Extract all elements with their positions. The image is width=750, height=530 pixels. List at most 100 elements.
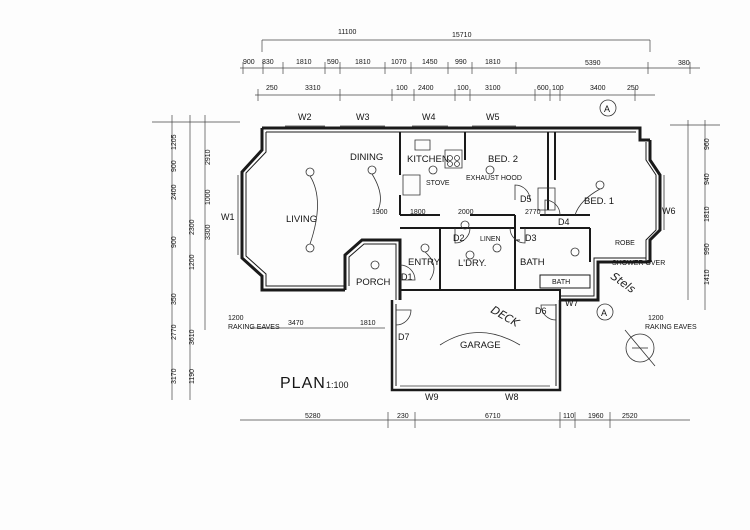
- room-bath: BATH: [520, 257, 545, 268]
- window-w6: W6: [662, 206, 676, 216]
- dim-row1-2: 1810: [296, 59, 312, 66]
- window-w2: W2: [298, 112, 312, 122]
- door-d4: D4: [558, 217, 570, 227]
- window-w5: W5: [486, 112, 500, 122]
- dim-right-3: 990: [704, 243, 711, 255]
- dim-row1-6: 1450: [422, 59, 438, 66]
- handwritten-deck-note: DECK: [489, 303, 522, 330]
- dim-int-5: 1810: [360, 320, 376, 327]
- dim-int-4: 3470: [288, 320, 304, 327]
- dim-left-9: 350: [171, 293, 178, 305]
- dim-row1-8: 1810: [485, 59, 501, 66]
- dim-bottom-4: 1960: [588, 413, 604, 420]
- dim-bottom-2: 6710: [485, 413, 501, 420]
- window-w3: W3: [356, 112, 370, 122]
- note-stove: STOVE: [426, 180, 450, 187]
- dim-row2-2: 100: [396, 85, 408, 92]
- dim-row2-7: 100: [552, 85, 564, 92]
- note-exhaust-hood: EXHAUST HOOD: [466, 175, 522, 182]
- dim-right-4: 1410: [704, 269, 711, 285]
- room-entry: ENTRY: [408, 257, 441, 268]
- dim-right-overall: 5390: [585, 60, 601, 67]
- dim-row2-0: 250: [266, 85, 278, 92]
- door-d6: D6: [535, 306, 547, 316]
- note-eaves-1200-left: 1200: [228, 315, 244, 322]
- window-w1: W1: [221, 212, 235, 222]
- dim-bottom-3: 110: [563, 413, 574, 420]
- light-fixtures: [305, 165, 605, 281]
- door-d7: D7: [398, 332, 410, 342]
- dim-row1-7: 990: [455, 59, 467, 66]
- dim-left-2: 900: [171, 160, 178, 172]
- dim-row1-0: 900: [243, 59, 255, 66]
- dim-row1-4: 1810: [355, 59, 371, 66]
- dim-row1-5: 1070: [391, 59, 407, 66]
- note-eaves-1200-right: 1200: [648, 315, 664, 322]
- dim-left-6: 3300: [205, 224, 212, 240]
- room-dining: DINING: [350, 152, 383, 163]
- dim-right-1: 940: [704, 173, 711, 185]
- handwritten-rhs: Stels: [608, 270, 638, 296]
- dim-overall: 15710: [452, 32, 472, 39]
- right-dim-labels: 960 940 1810 990 1410: [704, 138, 711, 285]
- dim-row2-6: 600: [537, 85, 549, 92]
- dim-row1-3: 590: [327, 59, 339, 66]
- dim-row2: 250 3310 100 2400 100 3100 600 100 3400 …: [266, 60, 690, 92]
- dim-left-4: 1000: [205, 189, 212, 205]
- dim-left-5: 2300: [189, 219, 196, 235]
- note-raking-eaves-right: RAKING EAVES: [645, 324, 697, 331]
- dim-row2-8: 3400: [590, 85, 606, 92]
- dim-left-11: 3610: [189, 329, 196, 345]
- door-d2: D2: [453, 233, 465, 243]
- note-bath-fixture: BATH: [552, 279, 570, 286]
- dim-row1: 900 830 1810 590 1810 1070 1450 990 1810: [243, 59, 501, 66]
- section-marker-bottom: A: [596, 303, 614, 321]
- dim-bottom-1: 230: [397, 413, 409, 420]
- dim-left-13: 1190: [189, 369, 196, 384]
- top-dimension-lines: [240, 39, 700, 101]
- garage-walls: [390, 300, 562, 392]
- room-kitchen: KITCHEN: [407, 154, 449, 165]
- left-dimension-lines: [152, 115, 240, 400]
- door-d3: D3: [525, 233, 537, 243]
- handwritten-deck: DECK: [489, 303, 522, 330]
- dim-int-0: 1900: [372, 209, 388, 216]
- dim-row2-3: 2400: [418, 85, 434, 92]
- note-shower-over: SHOWER OVER: [612, 260, 665, 267]
- room-garage: GARAGE: [460, 340, 501, 351]
- dim-left-3: 2400: [171, 184, 178, 200]
- door-d5: D5: [520, 194, 532, 204]
- dim-left-1: 2910: [205, 149, 212, 165]
- dim-left-8: 1200: [189, 254, 196, 270]
- dim-right-2: 1810: [704, 206, 711, 222]
- dim-right-0: 960: [704, 138, 711, 150]
- dim-left-10: 2770: [171, 324, 178, 340]
- dim-left-12: 3170: [171, 368, 178, 384]
- section-marker-bottom-label: A: [601, 308, 607, 318]
- window-markers: [237, 125, 665, 255]
- dim-int-2: 2000: [458, 209, 474, 216]
- north-arrow: [624, 329, 656, 367]
- dim-int-1: 1800: [410, 209, 426, 216]
- plan-scale: 1:100: [326, 380, 349, 390]
- room-living: LIVING: [286, 214, 317, 225]
- dim-row2-4: 100: [457, 85, 469, 92]
- handwritten-rhs-note: Stels: [608, 270, 638, 296]
- right-dimension-lines: [670, 120, 720, 310]
- door-d1: D1: [401, 272, 413, 282]
- dim-bottom-5: 2520: [622, 413, 638, 420]
- dim-row2-5: 3100: [485, 85, 501, 92]
- dim-bottom-0: 5280: [305, 413, 321, 420]
- bottom-dimension-lines: [240, 412, 690, 428]
- note-linen: LINEN: [480, 236, 501, 243]
- dim-int-3: 2770: [525, 209, 541, 216]
- window-w7: W7: [565, 298, 579, 308]
- left-dim-labels: 1205 2910 900 2400 1000 2300 3300 900 12…: [171, 134, 212, 384]
- dim-row2-right: 380: [678, 60, 690, 67]
- dim-left-overall: 11100: [338, 29, 357, 36]
- door-swings: [395, 184, 561, 346]
- room-bed1: BED. 1: [584, 196, 614, 207]
- section-marker-top: A: [599, 99, 617, 117]
